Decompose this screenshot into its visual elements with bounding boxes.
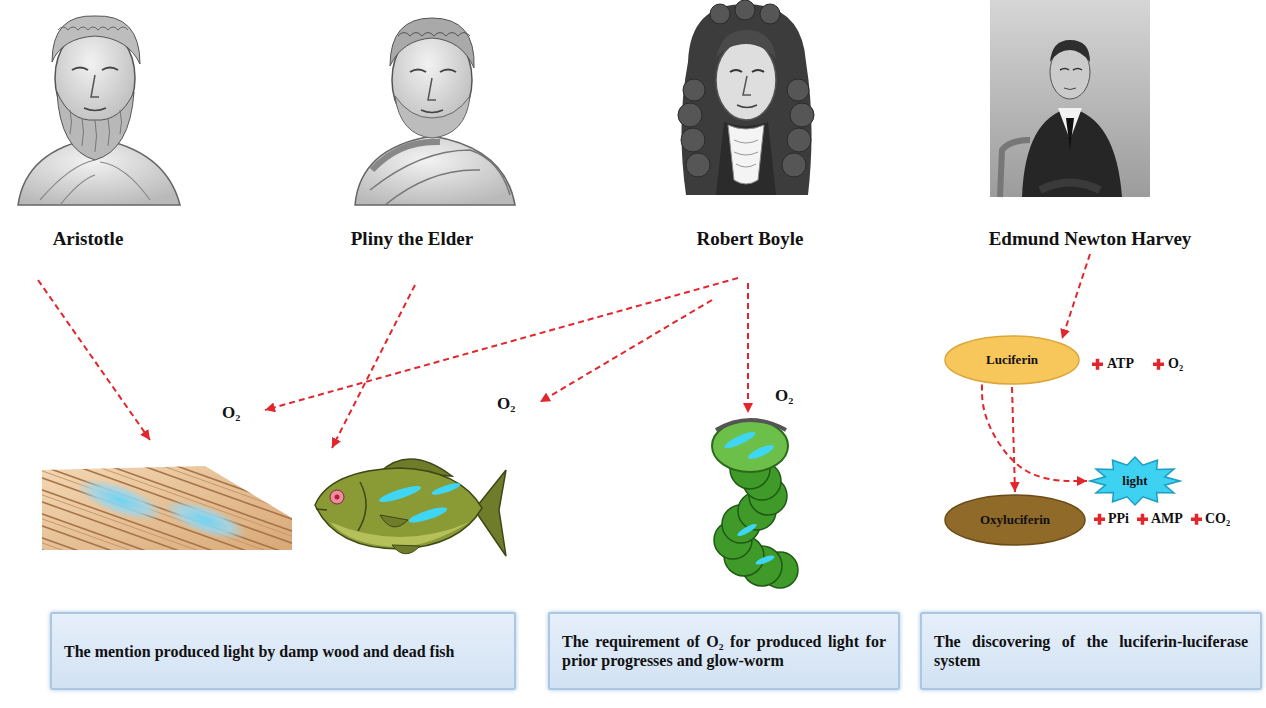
- node-text: The discovering of the luciferin-lucifer…: [934, 632, 1248, 670]
- compound-ellipse: Oxyluciferin: [944, 494, 1086, 546]
- dashed-arrow: [1012, 387, 1015, 492]
- node-text: Edmund Newton Harvey: [989, 228, 1192, 250]
- caption-box: The discovering of the luciferin-lucifer…: [920, 612, 1262, 690]
- formula-label: ATP: [1107, 356, 1134, 372]
- light-burst: light: [1089, 456, 1181, 506]
- node-text: The requirement of O₂ for produced light…: [562, 632, 886, 670]
- damp-wood: [20, 410, 300, 642]
- caption-box: The requirement of O₂ for produced light…: [548, 612, 900, 690]
- node-text: Pliny the Elder: [351, 228, 473, 250]
- compound-ellipse: Luciferin: [944, 335, 1080, 385]
- harvey-photo: [990, 0, 1150, 197]
- plus-sign: [1092, 359, 1202, 525]
- scientist-name: Aristotle: [53, 228, 124, 250]
- node-text: light: [1122, 473, 1147, 489]
- dead-fish: [315, 459, 506, 556]
- dashed-arrow: [982, 384, 1087, 481]
- formula-label: AMP: [1151, 511, 1183, 527]
- formula-label: O₂: [222, 405, 240, 421]
- caption-box: The mention produced light by damp wood …: [50, 612, 516, 690]
- formula-label: O₂: [497, 396, 515, 412]
- pliny-portrait: [355, 18, 515, 205]
- node-text: Luciferin: [986, 352, 1038, 368]
- dashed-arrow: [1062, 254, 1090, 339]
- scientist-name: Robert Boyle: [696, 228, 803, 250]
- formula-label: O₂: [775, 388, 793, 404]
- glow-worm: [712, 420, 798, 588]
- aristotle-portrait: [18, 16, 180, 205]
- node-text: Oxyluciferin: [980, 512, 1050, 528]
- scientist-name: Pliny the Elder: [351, 228, 473, 250]
- node-text: The mention produced light by damp wood …: [64, 642, 502, 661]
- node-text: Robert Boyle: [696, 228, 803, 250]
- formula-label: O₂: [1168, 356, 1183, 372]
- formula-label: PPi: [1108, 511, 1129, 527]
- node-text: Aristotle: [53, 228, 124, 250]
- dashed-leader-arrows: [38, 278, 748, 448]
- formula-label: CO₂: [1205, 511, 1230, 527]
- scientist-name: Edmund Newton Harvey: [989, 228, 1192, 250]
- boyle-portrait: [678, 0, 814, 195]
